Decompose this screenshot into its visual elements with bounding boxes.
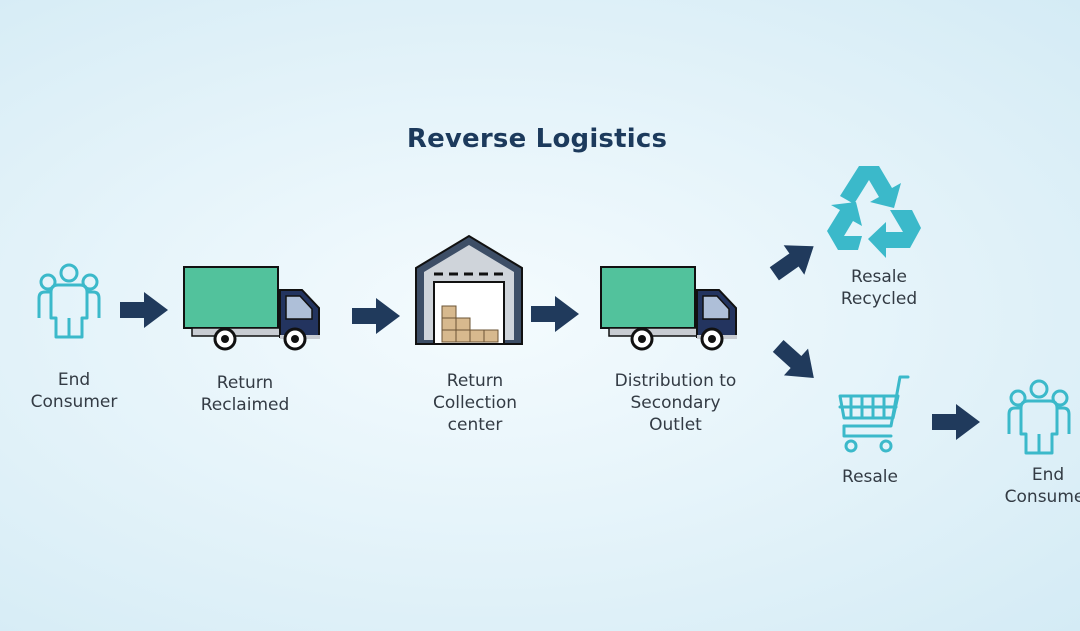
arrow-down-right	[770, 338, 822, 391]
arrow-right	[932, 404, 982, 445]
warehouse-icon	[415, 234, 523, 345]
step-label-end-consumer-final: End Consumer	[1004, 465, 1080, 507]
arrow-right	[352, 298, 402, 339]
arrow-right	[531, 296, 581, 337]
shopping-cart-icon	[838, 375, 910, 453]
arrow-up-right	[768, 236, 820, 289]
step-label-end-consumer: End Consumer	[30, 370, 118, 412]
diagram-title: Reverse Logistics	[406, 124, 668, 154]
step-label-return-reclaimed: Return Reclaimed	[200, 373, 290, 415]
step-label-resale-recycled: Resale Recycled	[840, 267, 918, 309]
people-icon	[37, 263, 101, 339]
step-label-resale: Resale	[842, 467, 898, 487]
step-label-distribution-secondary-outlet: Distribution to Secondary Outlet	[614, 371, 737, 435]
truck-icon	[600, 266, 737, 351]
truck-icon	[183, 266, 320, 351]
arrow-right	[120, 292, 170, 333]
people-icon	[1007, 379, 1071, 455]
step-label-return-collection-center: Return Collection center	[432, 371, 518, 435]
recycle-icon	[827, 166, 921, 258]
end-consumer-label-clip: End Consumer	[980, 464, 1080, 514]
